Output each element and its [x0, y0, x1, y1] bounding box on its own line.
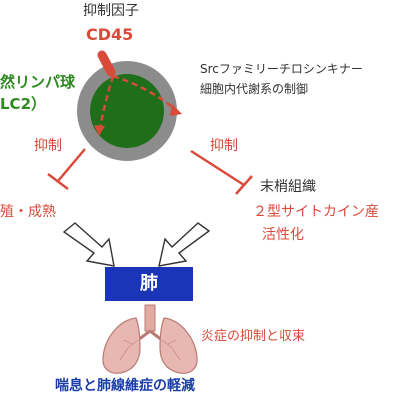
left-lung: [102, 317, 141, 374]
inhibit-right-symbol: [190, 149, 253, 195]
ilc2-cell: [77, 61, 177, 161]
hollow-arrow-right: [158, 222, 211, 267]
cytokine-label-line2: 活性化: [262, 227, 304, 243]
signal-arrow-down: [98, 75, 115, 130]
signal-arrow-down-head: [94, 125, 105, 136]
lung-box: 肺: [105, 267, 193, 301]
lungs-illustration: [102, 304, 198, 374]
ilc-name-line1: 然リンパ球: [0, 73, 76, 91]
signal-arrow-right: [112, 74, 177, 111]
right-lung: [159, 317, 198, 374]
cd45-label: CD45: [86, 25, 134, 44]
inhibit-left-symbol: [47, 148, 86, 190]
ilc-name-line2: LC2）: [0, 95, 47, 113]
inhibit-right-label: 抑制: [210, 138, 238, 154]
signal-arrow-right-head: [170, 104, 182, 116]
hollow-arrow-left: [62, 222, 115, 267]
lung-label-box: [105, 267, 193, 301]
cell-inner-body: [90, 74, 164, 148]
peripheral-tissue-label: 末梢組織: [260, 179, 316, 195]
cytokine-label-line1: ２型サイトカイン産: [253, 204, 379, 220]
lung-label: 肺: [140, 273, 158, 294]
cd45-receptor: [97, 50, 116, 77]
metabolism-control-label: 細胞内代謝系の制御: [200, 82, 309, 96]
signal-arrows: [98, 74, 177, 130]
src-kinase-label: Srcファミリーチロシンキナー: [200, 62, 363, 76]
inhibit-left-label: 抑制: [34, 138, 62, 154]
inflammation-label: 炎症の抑制と収束: [201, 329, 306, 344]
proliferation-label: 殖・成熟: [0, 204, 56, 220]
inhibitory-factor-label: 抑制因子: [83, 3, 139, 19]
bottom-conclusion: 喘息と肺線維症の軽減: [55, 378, 195, 394]
